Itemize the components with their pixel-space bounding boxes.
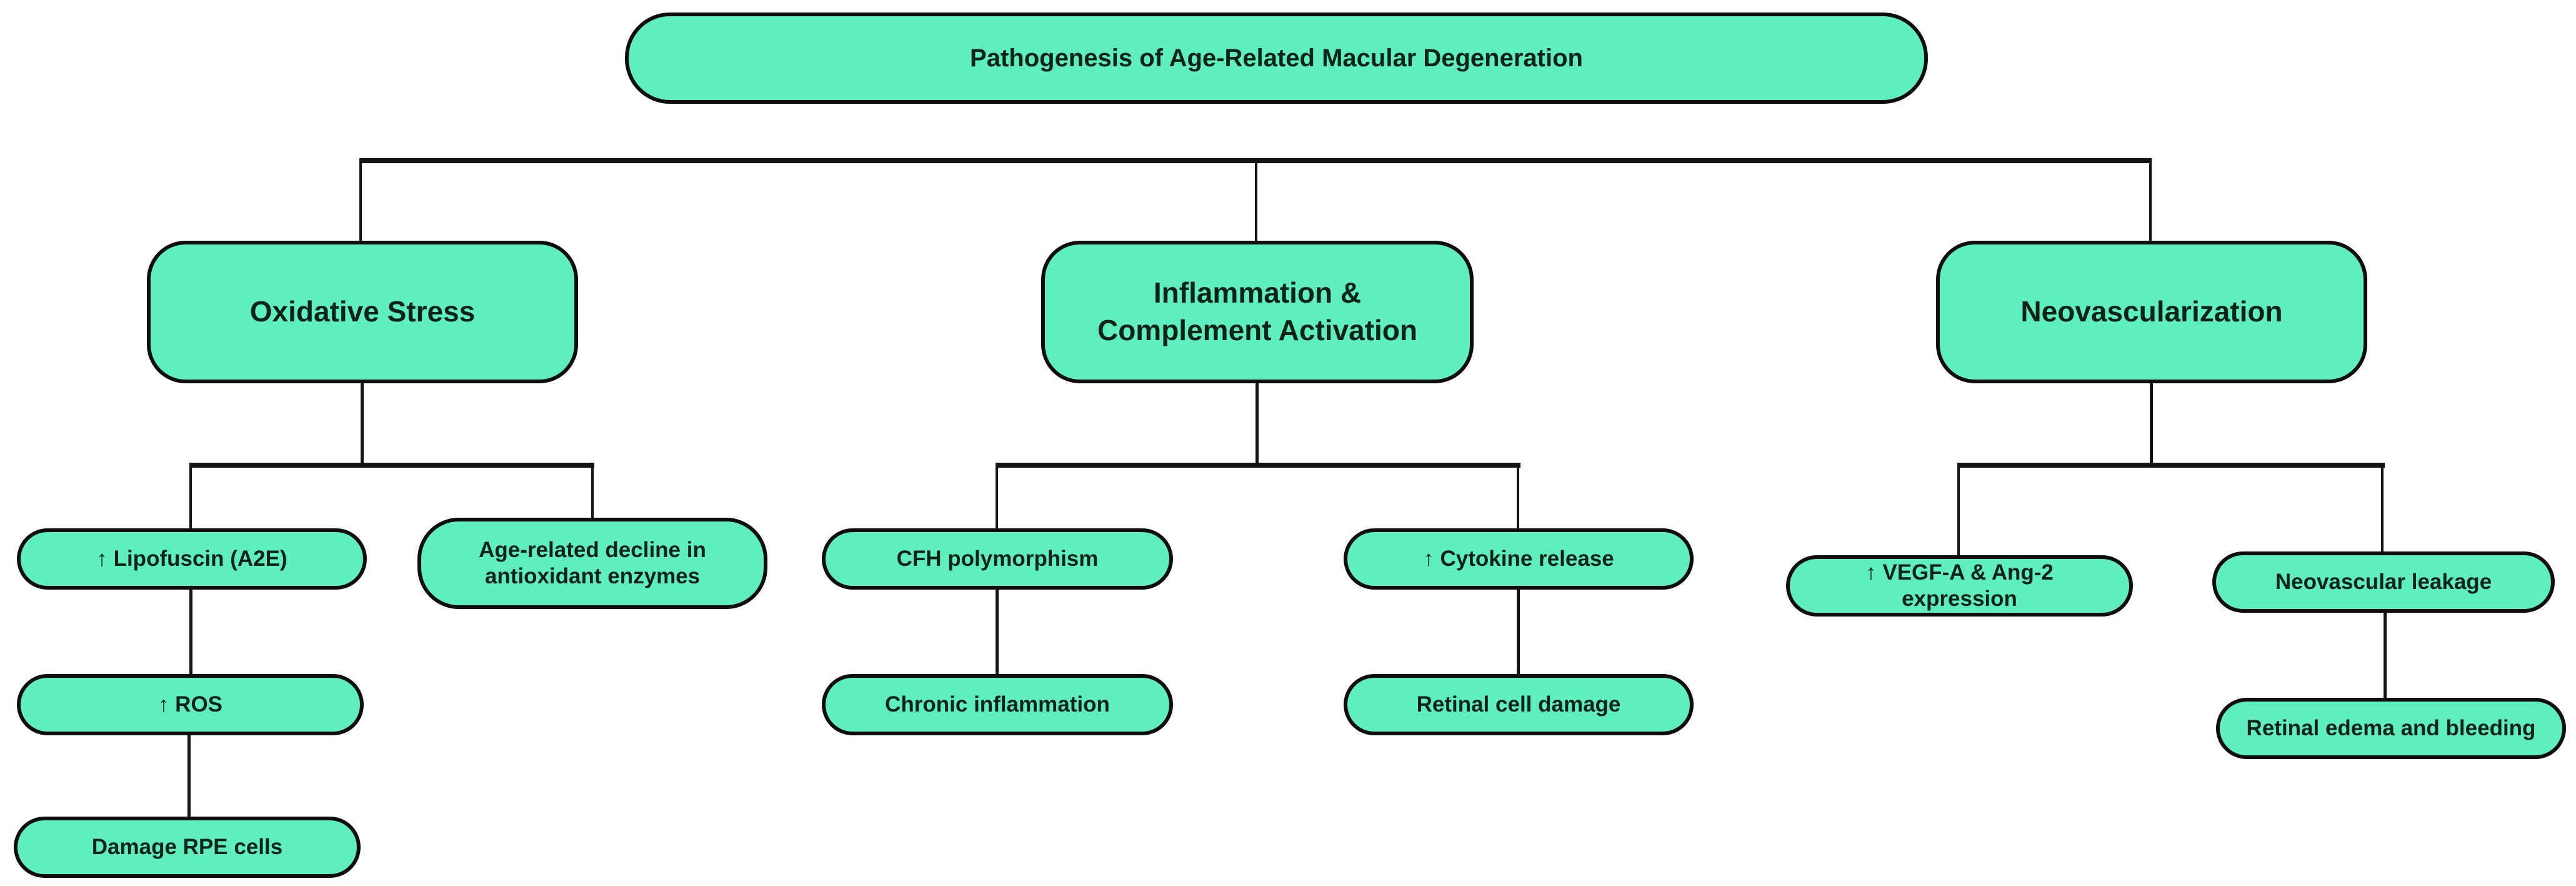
node-neovascular-leakage: Neovascular leakage [2212, 551, 2555, 613]
edge-drop-neovascularization [2149, 163, 2152, 242]
edge-ros-damage-rpe [187, 734, 191, 819]
node-ros: ↑ ROS [17, 674, 364, 735]
node-retinal-edema-bleeding: Retinal edema and bleeding [2216, 698, 2566, 759]
edge-drop-leakage [2381, 466, 2384, 554]
edge-drop-cytokine [1517, 466, 1519, 530]
node-cytokine-release: ↑ Cytokine release [1344, 528, 1694, 590]
node-chronic-inflammation: Chronic inflammation [822, 674, 1173, 735]
edge-cfh-chronic [996, 588, 999, 676]
edge-stub-neovascularization [2150, 382, 2153, 464]
edge-subrail-oxidative [189, 463, 594, 468]
node-inflammation-complement: Inflammation & Complement Activation [1041, 241, 1474, 383]
node-lipofuscin: ↑ Lipofuscin (A2E) [17, 528, 367, 590]
edge-drop-lipofuscin [189, 466, 192, 530]
node-antioxidant-decline: Age-related decline in antioxidant enzym… [417, 518, 767, 609]
node-oxidative-stress: Oxidative Stress [147, 241, 578, 383]
edge-lipofuscin-ros [189, 588, 192, 676]
edge-subrail-neovascularization [1957, 463, 2385, 468]
edge-subrail-inflammation [996, 463, 1520, 468]
node-retinal-cell-damage: Retinal cell damage [1344, 674, 1694, 735]
edge-drop-oxidative [359, 163, 362, 242]
node-neovascularization: Neovascularization [1936, 241, 2367, 383]
node-cfh-polymorphism: CFH polymorphism [822, 528, 1173, 590]
edge-stub-oxidative [361, 382, 364, 464]
edge-drop-antioxidant [591, 466, 594, 520]
edge-root-rail [359, 158, 2152, 163]
edge-leakage-edema [2384, 612, 2387, 700]
edge-stub-inflammation [1256, 382, 1259, 464]
edge-cytokine-retinal [1517, 588, 1520, 676]
node-title: Pathogenesis of Age-Related Macular Dege… [625, 13, 1928, 104]
node-vegf-ang2: ↑ VEGF-A & Ang-2 expression [1786, 555, 2133, 617]
edge-drop-cfh [996, 466, 998, 530]
edge-drop-vegf [1957, 466, 1960, 558]
node-damage-rpe-cells: Damage RPE cells [14, 817, 361, 878]
edge-drop-inflammation [1255, 163, 1257, 242]
